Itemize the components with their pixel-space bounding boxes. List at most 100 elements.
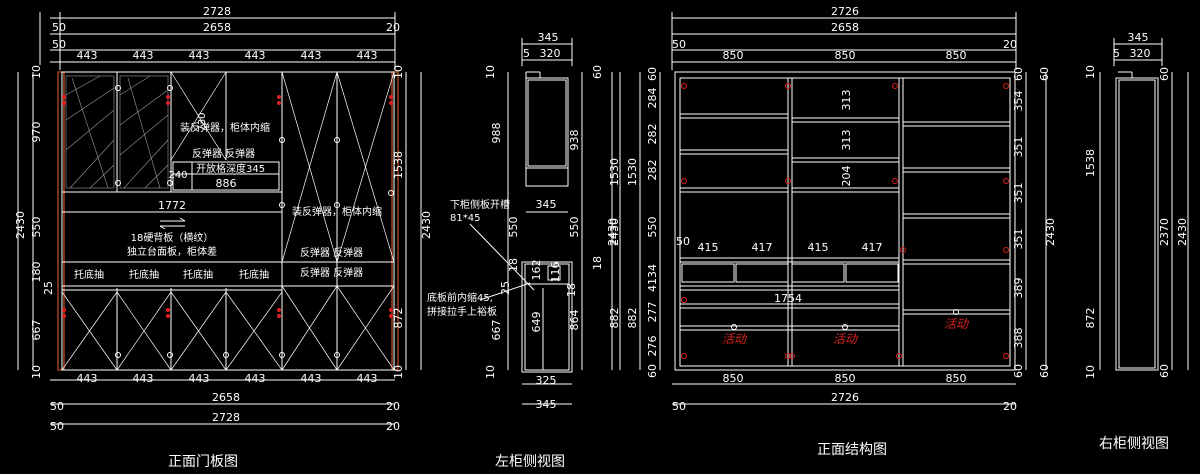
svg-text:389: 389	[1012, 278, 1025, 299]
rs-h-2430: 2430	[1176, 218, 1189, 246]
fs-outline	[674, 71, 1016, 371]
caption-front-structure: 正面结构图	[817, 442, 887, 458]
fs-bottom-20: 20	[1003, 400, 1017, 413]
svg-text:10: 10	[392, 65, 405, 79]
ls-mid-345: 345	[536, 198, 557, 211]
rs-top-320: 320	[1130, 47, 1151, 60]
ls-h-10: 10	[484, 65, 497, 79]
fd-bottom-20: 20	[386, 400, 400, 413]
svg-text:277: 277	[646, 302, 659, 323]
fs-right-dims: 60 354 351 351 351 389 388 60 2430 60 60	[1012, 67, 1057, 378]
ls-bot-345: 345	[536, 398, 557, 411]
ls-top-5: 5	[523, 47, 530, 60]
svg-text:415: 415	[808, 241, 829, 254]
fd-note-spring-pair-3: 反弹器 反弹器	[300, 266, 363, 279]
svg-text:970: 970	[30, 122, 43, 143]
svg-text:活动: 活动	[722, 332, 748, 346]
fs-top-inner: 2658	[831, 21, 859, 34]
svg-text:550: 550	[30, 217, 43, 238]
front-structure-view: 2726 2658 50 20 850 850 850	[606, 5, 1057, 413]
svg-text:415: 415	[698, 241, 719, 254]
fs-top-total: 2726	[831, 5, 859, 18]
svg-text:667: 667	[30, 320, 43, 341]
ls-h-116: 116	[549, 262, 562, 283]
fd-note-counter: 独立台面板，柜体差	[127, 245, 217, 258]
ls-h-988: 988	[490, 123, 503, 144]
ls-h-938: 938	[568, 130, 581, 151]
svg-text:托底抽: 托底抽	[74, 268, 104, 281]
ls-note-slot-size: 81*45	[450, 213, 480, 224]
fd-top-cols: 443 443 443 443 443 443	[77, 49, 378, 62]
ls-h-649: 649	[530, 312, 543, 333]
svg-text:850: 850	[835, 49, 856, 62]
svg-text:850: 850	[946, 372, 967, 385]
fs-shelf-cols: 415 417 415 417	[698, 241, 883, 254]
svg-text:354: 354	[1012, 91, 1025, 112]
svg-text:60: 60	[646, 67, 659, 81]
svg-text:2430: 2430	[420, 211, 433, 239]
svg-text:4134: 4134	[646, 264, 659, 292]
caption-front-door: 正面门板图	[168, 454, 238, 470]
fs-mid-204: 204	[840, 166, 853, 187]
fs-hinge-markers	[681, 83, 1009, 359]
ls-h-18c: 18	[565, 283, 578, 297]
fs-top-50: 50	[672, 38, 686, 51]
svg-text:60: 60	[646, 364, 659, 378]
fs-left-50: 50	[676, 235, 690, 248]
fd-left-dims: 10 970 550 180 25 667 10 2430	[14, 65, 55, 379]
fd-right-dims: 10 1538 872 10 2430	[392, 65, 433, 379]
svg-text:443: 443	[133, 372, 154, 385]
svg-text:1538: 1538	[392, 151, 405, 179]
fd-swap-arrow-icon	[159, 217, 186, 230]
fs-bottom-50: 50	[672, 400, 686, 413]
fd-top-50b: 50	[52, 38, 66, 51]
fd-note-spring-shrink-1: 装反弹器，柜体内缩	[180, 121, 270, 134]
fd-top-inner: 2658	[203, 21, 231, 34]
ls-h-2430: 2430	[608, 218, 621, 246]
ls-h-10b: 10	[484, 365, 497, 379]
front-door-view: 2728 2658 50 50 20 443 443 443 443 443 4…	[14, 5, 433, 433]
fd-bottom-cols: 443 443 443 443 443 443	[77, 372, 378, 385]
fd-left-edge	[57, 71, 65, 371]
svg-text:284: 284	[646, 88, 659, 109]
fd-note-spring-pair-2: 反弹器 反弹器	[300, 246, 363, 259]
rs-top-5: 5	[1113, 47, 1120, 60]
fd-note-back-board: 18硬背板（横纹）	[131, 231, 214, 244]
rs-h-2370: 2370	[1158, 218, 1171, 246]
svg-text:443: 443	[245, 49, 266, 62]
ls-top-320: 320	[540, 47, 561, 60]
svg-text:351: 351	[1012, 229, 1025, 250]
svg-text:550: 550	[646, 217, 659, 238]
svg-text:443: 443	[301, 49, 322, 62]
svg-text:443: 443	[245, 372, 266, 385]
svg-text:10: 10	[392, 365, 405, 379]
svg-text:托底抽: 托底抽	[239, 268, 269, 281]
rs-top-345: 345	[1128, 31, 1149, 44]
fs-bottom-total: 2726	[831, 391, 859, 404]
fd-note-886: 886	[216, 177, 237, 190]
svg-text:276: 276	[646, 336, 659, 357]
ls-top-345: 345	[538, 31, 559, 44]
svg-text:443: 443	[77, 372, 98, 385]
svg-text:2430: 2430	[1044, 218, 1057, 246]
svg-text:872: 872	[392, 308, 405, 329]
fd-note-open-depth: 开放格深度345	[196, 162, 265, 175]
ls-h-25: 25	[499, 281, 512, 295]
svg-text:351: 351	[1012, 137, 1025, 158]
rs-h-10: 10	[1084, 65, 1097, 79]
svg-text:活动: 活动	[944, 317, 970, 331]
fd-bottom-50b: 50	[50, 420, 64, 433]
svg-text:850: 850	[723, 49, 744, 62]
svg-text:351: 351	[1012, 183, 1025, 204]
svg-text:1530: 1530	[626, 158, 639, 186]
fs-mid-313b: 313	[840, 130, 853, 151]
fd-bottom-50: 50	[50, 400, 64, 413]
svg-text:托底抽: 托底抽	[129, 268, 159, 281]
fd-outline	[61, 71, 395, 371]
fd-note-spring-pair-1: 反弹器 反弹器	[192, 147, 255, 160]
fd-door-diagonals	[61, 71, 395, 371]
svg-text:443: 443	[189, 372, 210, 385]
ls-note-slot: 下柜侧板开槽	[450, 198, 510, 211]
svg-text:2430: 2430	[606, 218, 619, 246]
